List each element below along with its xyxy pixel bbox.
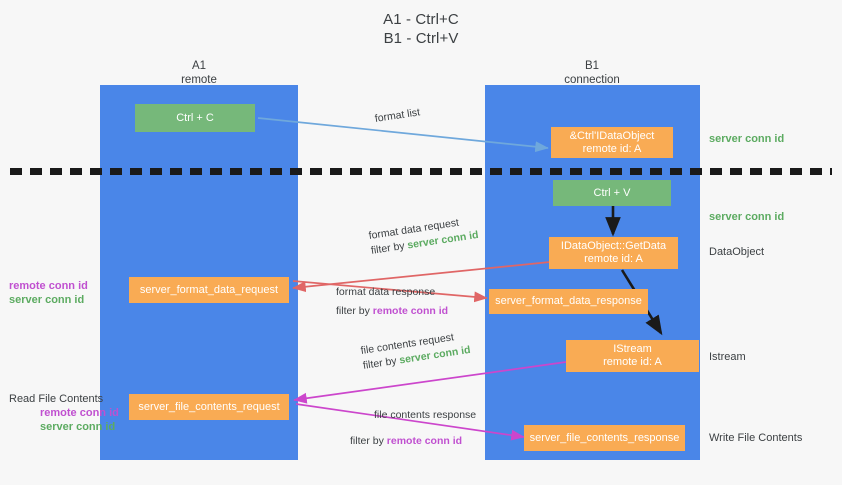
- annotation-format-remote-conn-id: remote conn id: [9, 280, 88, 292]
- node-istream[interactable]: IStream remote id: A: [566, 340, 699, 372]
- annotation-server-conn-id-mid: server conn id: [709, 210, 784, 224]
- annotation-write-file-contents: Write File Contents: [709, 431, 802, 445]
- edge-label-file-contents-request: file contents request filter by server c…: [360, 328, 472, 374]
- node-idataobject-arrival-sub: remote id: A: [582, 142, 642, 155]
- node-idataobject-getdata-label: IDataObject::GetData: [560, 240, 667, 252]
- column-header-a1: A1 remote: [119, 59, 279, 87]
- node-server-file-contents-request-label: server_file_contents_request: [138, 400, 280, 413]
- filter-value-remote-conn-id: remote conn id: [386, 435, 463, 447]
- annotation-file-remote-conn-id: remote conn id: [40, 407, 119, 419]
- annotation-dataobject-text: DataObject: [709, 246, 765, 258]
- node-server-format-data-request[interactable]: server_format_data_request: [129, 277, 289, 303]
- annotation-read-file-contents-text: Read File Contents: [9, 393, 104, 405]
- boundary-divider: [10, 168, 832, 175]
- filter-prefix: filter by: [350, 435, 387, 447]
- node-server-file-contents-response[interactable]: server_file_contents_response: [524, 425, 685, 451]
- node-ctrl-v-label: Ctrl + V: [593, 186, 631, 199]
- edge-label-format-list: format list: [374, 105, 421, 127]
- node-server-format-data-request-label: server_format_data_request: [139, 283, 279, 296]
- node-idataobject-getdata[interactable]: IDataObject::GetData remote id: A: [549, 237, 678, 269]
- node-idataobject-getdata-sub: remote id: A: [584, 253, 643, 265]
- node-ctrl-v[interactable]: Ctrl + V: [553, 180, 671, 206]
- title-line-1: A1 - Ctrl+C: [383, 11, 459, 28]
- annotation-format-conn-ids: remote conn id server conn id: [9, 279, 88, 307]
- edge-label-format-data-request: format data request filter by server con…: [368, 213, 480, 259]
- node-server-file-contents-response-label: server_file_contents_response: [529, 431, 680, 444]
- node-istream-sub: remote id: A: [603, 356, 662, 368]
- edge-label-format-data-response-filter: filter by remote conn id: [336, 304, 448, 319]
- column-header-a1-name: A1: [191, 60, 207, 72]
- node-idataobject-arrival[interactable]: &Ctrl'IDataObject remote id: A: [551, 127, 673, 158]
- filter-prefix: filter by: [336, 305, 373, 317]
- filter-value-remote-conn-id: remote conn id: [372, 305, 449, 317]
- column-header-b1-name: B1: [584, 60, 600, 72]
- annotation-istream-text: Istream: [709, 351, 746, 363]
- node-istream-label: IStream: [613, 343, 652, 355]
- filter-prefix: filter by: [370, 239, 409, 257]
- annotation-server-conn-id-top: server conn id: [709, 132, 784, 146]
- annotation-server-conn-id-top-text: server conn id: [709, 133, 785, 145]
- page-title: A1 - Ctrl+C B1 - Ctrl+V: [0, 10, 842, 48]
- annotation-format-server-conn-id: server conn id: [9, 294, 85, 306]
- column-header-a1-sub: remote: [181, 74, 217, 86]
- edge-label-format-list-text: format list: [374, 106, 421, 125]
- edge-label-format-data-response: format data response filter by remote co…: [336, 285, 448, 319]
- edge-label-file-contents-response-text: file contents response: [374, 409, 477, 421]
- annotation-server-conn-id-mid-text: server conn id: [709, 211, 785, 223]
- node-ctrl-c[interactable]: Ctrl + C: [135, 104, 255, 132]
- edge-label-file-contents-response: file contents response filter by remote …: [350, 408, 477, 449]
- node-ctrl-c-label: Ctrl + C: [176, 111, 214, 124]
- node-idataobject-arrival-label: &Ctrl'IDataObject: [569, 129, 655, 142]
- edge-label-format-data-response-text: format data response: [336, 286, 436, 298]
- node-server-format-data-response[interactable]: server_format_data_response: [489, 289, 648, 314]
- column-header-b1-sub: connection: [564, 74, 620, 86]
- node-server-file-contents-request[interactable]: server_file_contents_request: [129, 394, 289, 420]
- annotation-read-file-contents-group: Read File Contents remote conn id server…: [9, 392, 119, 434]
- title-line-2: B1 - Ctrl+V: [383, 30, 459, 47]
- annotation-write-file-contents-text: Write File Contents: [709, 432, 803, 444]
- annotation-file-server-conn-id: server conn id: [40, 421, 116, 433]
- annotation-dataobject: DataObject: [709, 245, 764, 259]
- filter-prefix: filter by: [362, 354, 401, 372]
- annotation-istream: Istream: [709, 350, 746, 364]
- edge-label-file-contents-response-filter: filter by remote conn id: [350, 434, 476, 449]
- column-header-b1: B1 connection: [512, 59, 672, 87]
- node-server-format-data-response-label: server_format_data_response: [495, 295, 642, 307]
